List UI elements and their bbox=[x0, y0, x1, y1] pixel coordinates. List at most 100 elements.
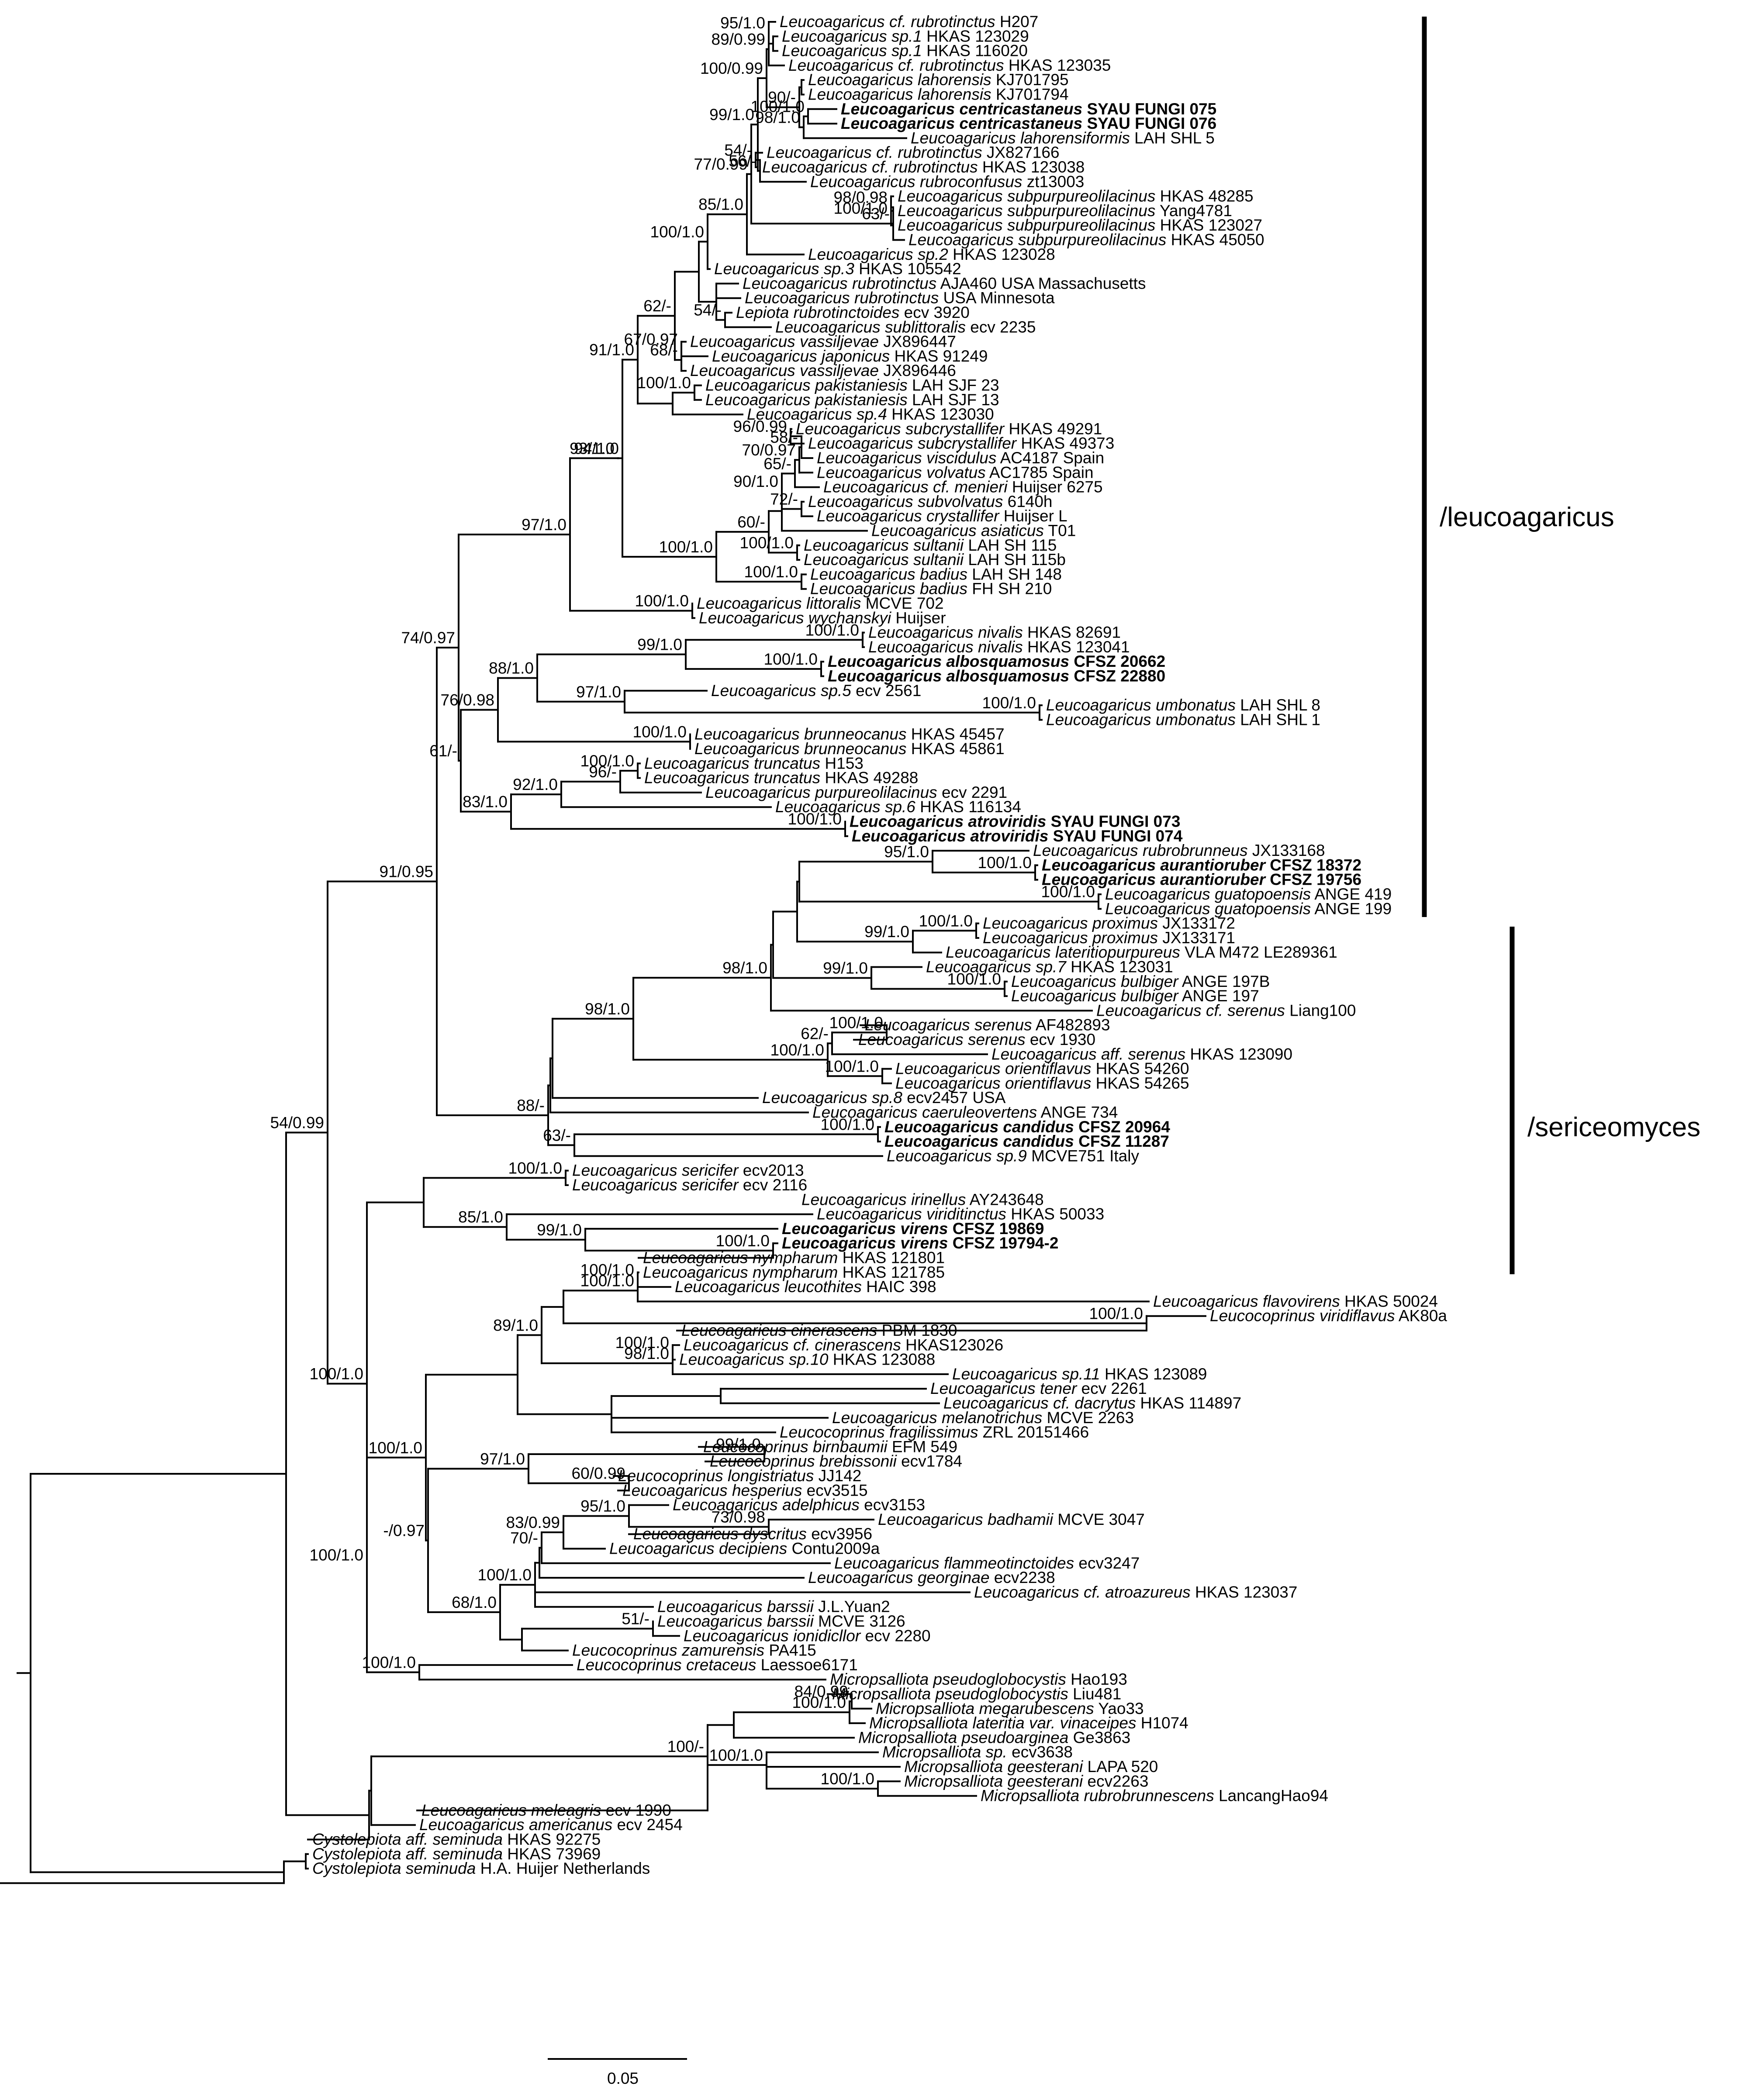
clade-label-sericeomyces: /sericeomyces bbox=[1527, 1112, 1700, 1142]
taxon-genus-species: Leucoagaricus subcrystallifer bbox=[808, 434, 1017, 452]
taxon-label: Leucoagaricus sp.7 HKAS 123031 bbox=[926, 958, 1173, 976]
taxon-genus-species: Leucocoprinus cretaceus bbox=[577, 1656, 756, 1674]
support-value: 100/1.0 bbox=[709, 1746, 763, 1764]
support-value: 70/0.97 bbox=[742, 441, 796, 459]
support-value: 68/- bbox=[650, 341, 678, 359]
taxon-genus-species: Leucoagaricus melanotrichus bbox=[832, 1409, 1042, 1427]
taxon-voucher: ecv 2291 bbox=[937, 783, 1007, 801]
taxon-genus-species: Leucoagaricus subpurpureolilacinus bbox=[898, 202, 1155, 220]
taxon-genus-species: Leucoagaricus subvolvatus bbox=[808, 493, 1003, 510]
taxon-label: Leucoagaricus georginae ecv2238 bbox=[808, 1569, 1055, 1586]
taxon-genus-species: Leucoagaricus centricastaneus bbox=[841, 114, 1082, 132]
support-value: 72/- bbox=[770, 490, 798, 508]
taxon-voucher: LAH SJF 13 bbox=[908, 391, 999, 409]
support-value: 100/1.0 bbox=[615, 1334, 669, 1352]
taxon-genus-species: Leucoagaricus decipiens bbox=[609, 1540, 787, 1558]
taxon-voucher: SYAU FUNGI 075 bbox=[1082, 100, 1216, 118]
taxon-label: Leucoagaricus japonicus HKAS 91249 bbox=[712, 347, 988, 365]
taxon-label: Leucoagaricus cf. atroazureus HKAS 12303… bbox=[974, 1583, 1297, 1601]
support-value: 100/1.0 bbox=[788, 810, 842, 828]
taxon-label: Leucoagaricus atroviridis SYAU FUNGI 074 bbox=[852, 827, 1183, 845]
support-value: 100/1.0 bbox=[805, 621, 859, 639]
taxon-voucher: HKAS 45050 bbox=[1166, 231, 1264, 249]
taxon-label: Leucoagaricus sp.2 HKAS 123028 bbox=[808, 245, 1055, 263]
taxon-label: Leucoagaricus rubrotinctus AJA460 USA Ma… bbox=[743, 274, 1146, 292]
taxon-voucher: HKAS 54265 bbox=[1091, 1074, 1189, 1092]
taxon-voucher: ecv3638 bbox=[1007, 1743, 1073, 1761]
taxon-voucher: HKAS 50033 bbox=[1006, 1205, 1104, 1223]
support-value: 77/0.99 bbox=[694, 155, 748, 173]
taxon-genus-species: Leucoagaricus badhamii bbox=[878, 1510, 1054, 1528]
taxon-genus-species: Leucoagaricus cf. rubrotinctus bbox=[762, 158, 978, 176]
taxon-genus-species: Leucoagaricus sp.8 bbox=[762, 1089, 902, 1107]
support-value: 100/1.0 bbox=[821, 1115, 874, 1133]
support-value: 100/- bbox=[667, 1738, 704, 1755]
support-value: 61/- bbox=[429, 742, 457, 760]
taxon-genus-species: Leucoagaricus cinerascens bbox=[681, 1321, 877, 1339]
support-value: 54/- bbox=[694, 301, 722, 319]
taxon-voucher: H1074 bbox=[1136, 1714, 1188, 1732]
taxon-genus-species: Cystolepiota seminuda bbox=[312, 1859, 476, 1877]
support-value: 63/- bbox=[543, 1126, 571, 1144]
taxon-label: Leucoagaricus brunneocanus HKAS 45861 bbox=[694, 740, 1005, 758]
taxon-label: Leucoagaricus subcrystallifer HKAS 49373 bbox=[808, 434, 1114, 452]
support-value: 100/1.0 bbox=[633, 723, 687, 741]
taxon-genus-species: Leucoagaricus candidus bbox=[884, 1118, 1074, 1136]
taxon-genus-species: Leucoagaricus americanus bbox=[419, 1816, 612, 1834]
taxon-genus-species: Micropsalliota pseudoglobocystis bbox=[832, 1685, 1068, 1703]
support-value: 100/1.0 bbox=[478, 1566, 532, 1584]
taxon-voucher: HKAS 45457 bbox=[906, 725, 1004, 743]
taxon-voucher: HKAS 49291 bbox=[1004, 420, 1102, 438]
taxon-voucher: ecv 2261 bbox=[1077, 1379, 1147, 1397]
taxon-voucher: ecv 2280 bbox=[860, 1627, 930, 1645]
taxon-voucher: SYAU FUNGI 076 bbox=[1082, 114, 1216, 132]
taxon-label: Leucoagaricus americanus ecv 2454 bbox=[419, 1816, 683, 1834]
taxon-voucher: AK80a bbox=[1395, 1307, 1447, 1325]
support-value: 100/1.0 bbox=[764, 650, 818, 668]
taxon-voucher: HKAS 123090 bbox=[1185, 1045, 1292, 1063]
taxon-genus-species: Leucoagaricus sp.1 bbox=[782, 27, 922, 45]
taxon-voucher: Huijser 6275 bbox=[1008, 478, 1103, 496]
taxon-label: Leucoagaricus umbonatus LAH SHL 8 bbox=[1046, 696, 1320, 714]
taxon-voucher: HKAS123026 bbox=[901, 1336, 1004, 1354]
taxon-genus-species: Lepiota rubrotinctoides bbox=[736, 303, 899, 321]
taxon-genus-species: Leucoagaricus nivalis bbox=[868, 624, 1023, 641]
support-value: 100/1.0 bbox=[978, 854, 1032, 872]
support-value: 100/1.0 bbox=[744, 563, 798, 581]
taxon-genus-species: Leucoagaricus proximus bbox=[983, 914, 1158, 932]
taxon-genus-species: Leucoagaricus serenus bbox=[858, 1031, 1026, 1048]
support-value: 98/1.0 bbox=[755, 108, 800, 126]
scale-bar-label: 0.05 bbox=[607, 2069, 639, 2087]
taxon-voucher: ecv2263 bbox=[1083, 1772, 1148, 1790]
taxon-genus-species: Leucoagaricus brunneocanus bbox=[694, 740, 906, 758]
taxon-genus-species: Leucoagaricus wychanskyi bbox=[699, 609, 892, 627]
support-value: 89/0.99 bbox=[712, 30, 765, 48]
taxon-label: Leucoagaricus cf. menieri Huijser 6275 bbox=[823, 478, 1103, 496]
taxon-voucher: MCVE 3047 bbox=[1053, 1510, 1145, 1528]
taxon-genus-species: Leucoagaricus virens bbox=[782, 1220, 948, 1238]
taxon-voucher: CFSZ 18372 bbox=[1265, 856, 1361, 874]
taxon-voucher: LAH SHL 5 bbox=[1130, 129, 1215, 147]
taxon-label: Leucoagaricus cf. rubrotinctus JX827166 bbox=[767, 144, 1060, 162]
taxon-voucher: MCVE 702 bbox=[861, 594, 943, 612]
taxon-voucher: LAH SH 148 bbox=[967, 565, 1062, 583]
taxon-label: Micropsalliota geesterani LAPA 520 bbox=[904, 1758, 1158, 1776]
taxon-voucher: ecv2013 bbox=[738, 1162, 804, 1179]
support-value: 88/1.0 bbox=[489, 659, 534, 677]
taxon-voucher: LancangHao94 bbox=[1214, 1787, 1328, 1805]
taxon-label: Leucoagaricus lateritiopurpureus VLA M47… bbox=[946, 943, 1337, 961]
taxon-label: Leucoagaricus subpurpureolilacinus HKAS … bbox=[908, 231, 1264, 249]
support-value: 90/- bbox=[768, 89, 796, 107]
support-value: 98/1.0 bbox=[624, 1345, 669, 1362]
support-value: 98/1.0 bbox=[722, 959, 767, 977]
taxon-label: Leucoagaricus adelphicus ecv3153 bbox=[673, 1496, 925, 1514]
taxon-genus-species: Leucoagaricus subcrystallifer bbox=[796, 420, 1005, 438]
taxon-label: Leucocoprinus brebissonii ecv1784 bbox=[710, 1452, 962, 1470]
taxon-genus-species: Leucocoprinus longistriatus bbox=[618, 1467, 814, 1485]
taxon-voucher: HKAS 123038 bbox=[978, 158, 1085, 176]
support-value: 100/1.0 bbox=[650, 223, 704, 241]
taxon-voucher: Huijser L bbox=[999, 507, 1067, 525]
taxon-voucher: HKAS 121801 bbox=[838, 1249, 945, 1267]
taxon-genus-species: Leucoagaricus asiaticus bbox=[871, 522, 1044, 540]
taxon-genus-species: Leucoagaricus nivalis bbox=[868, 638, 1023, 656]
